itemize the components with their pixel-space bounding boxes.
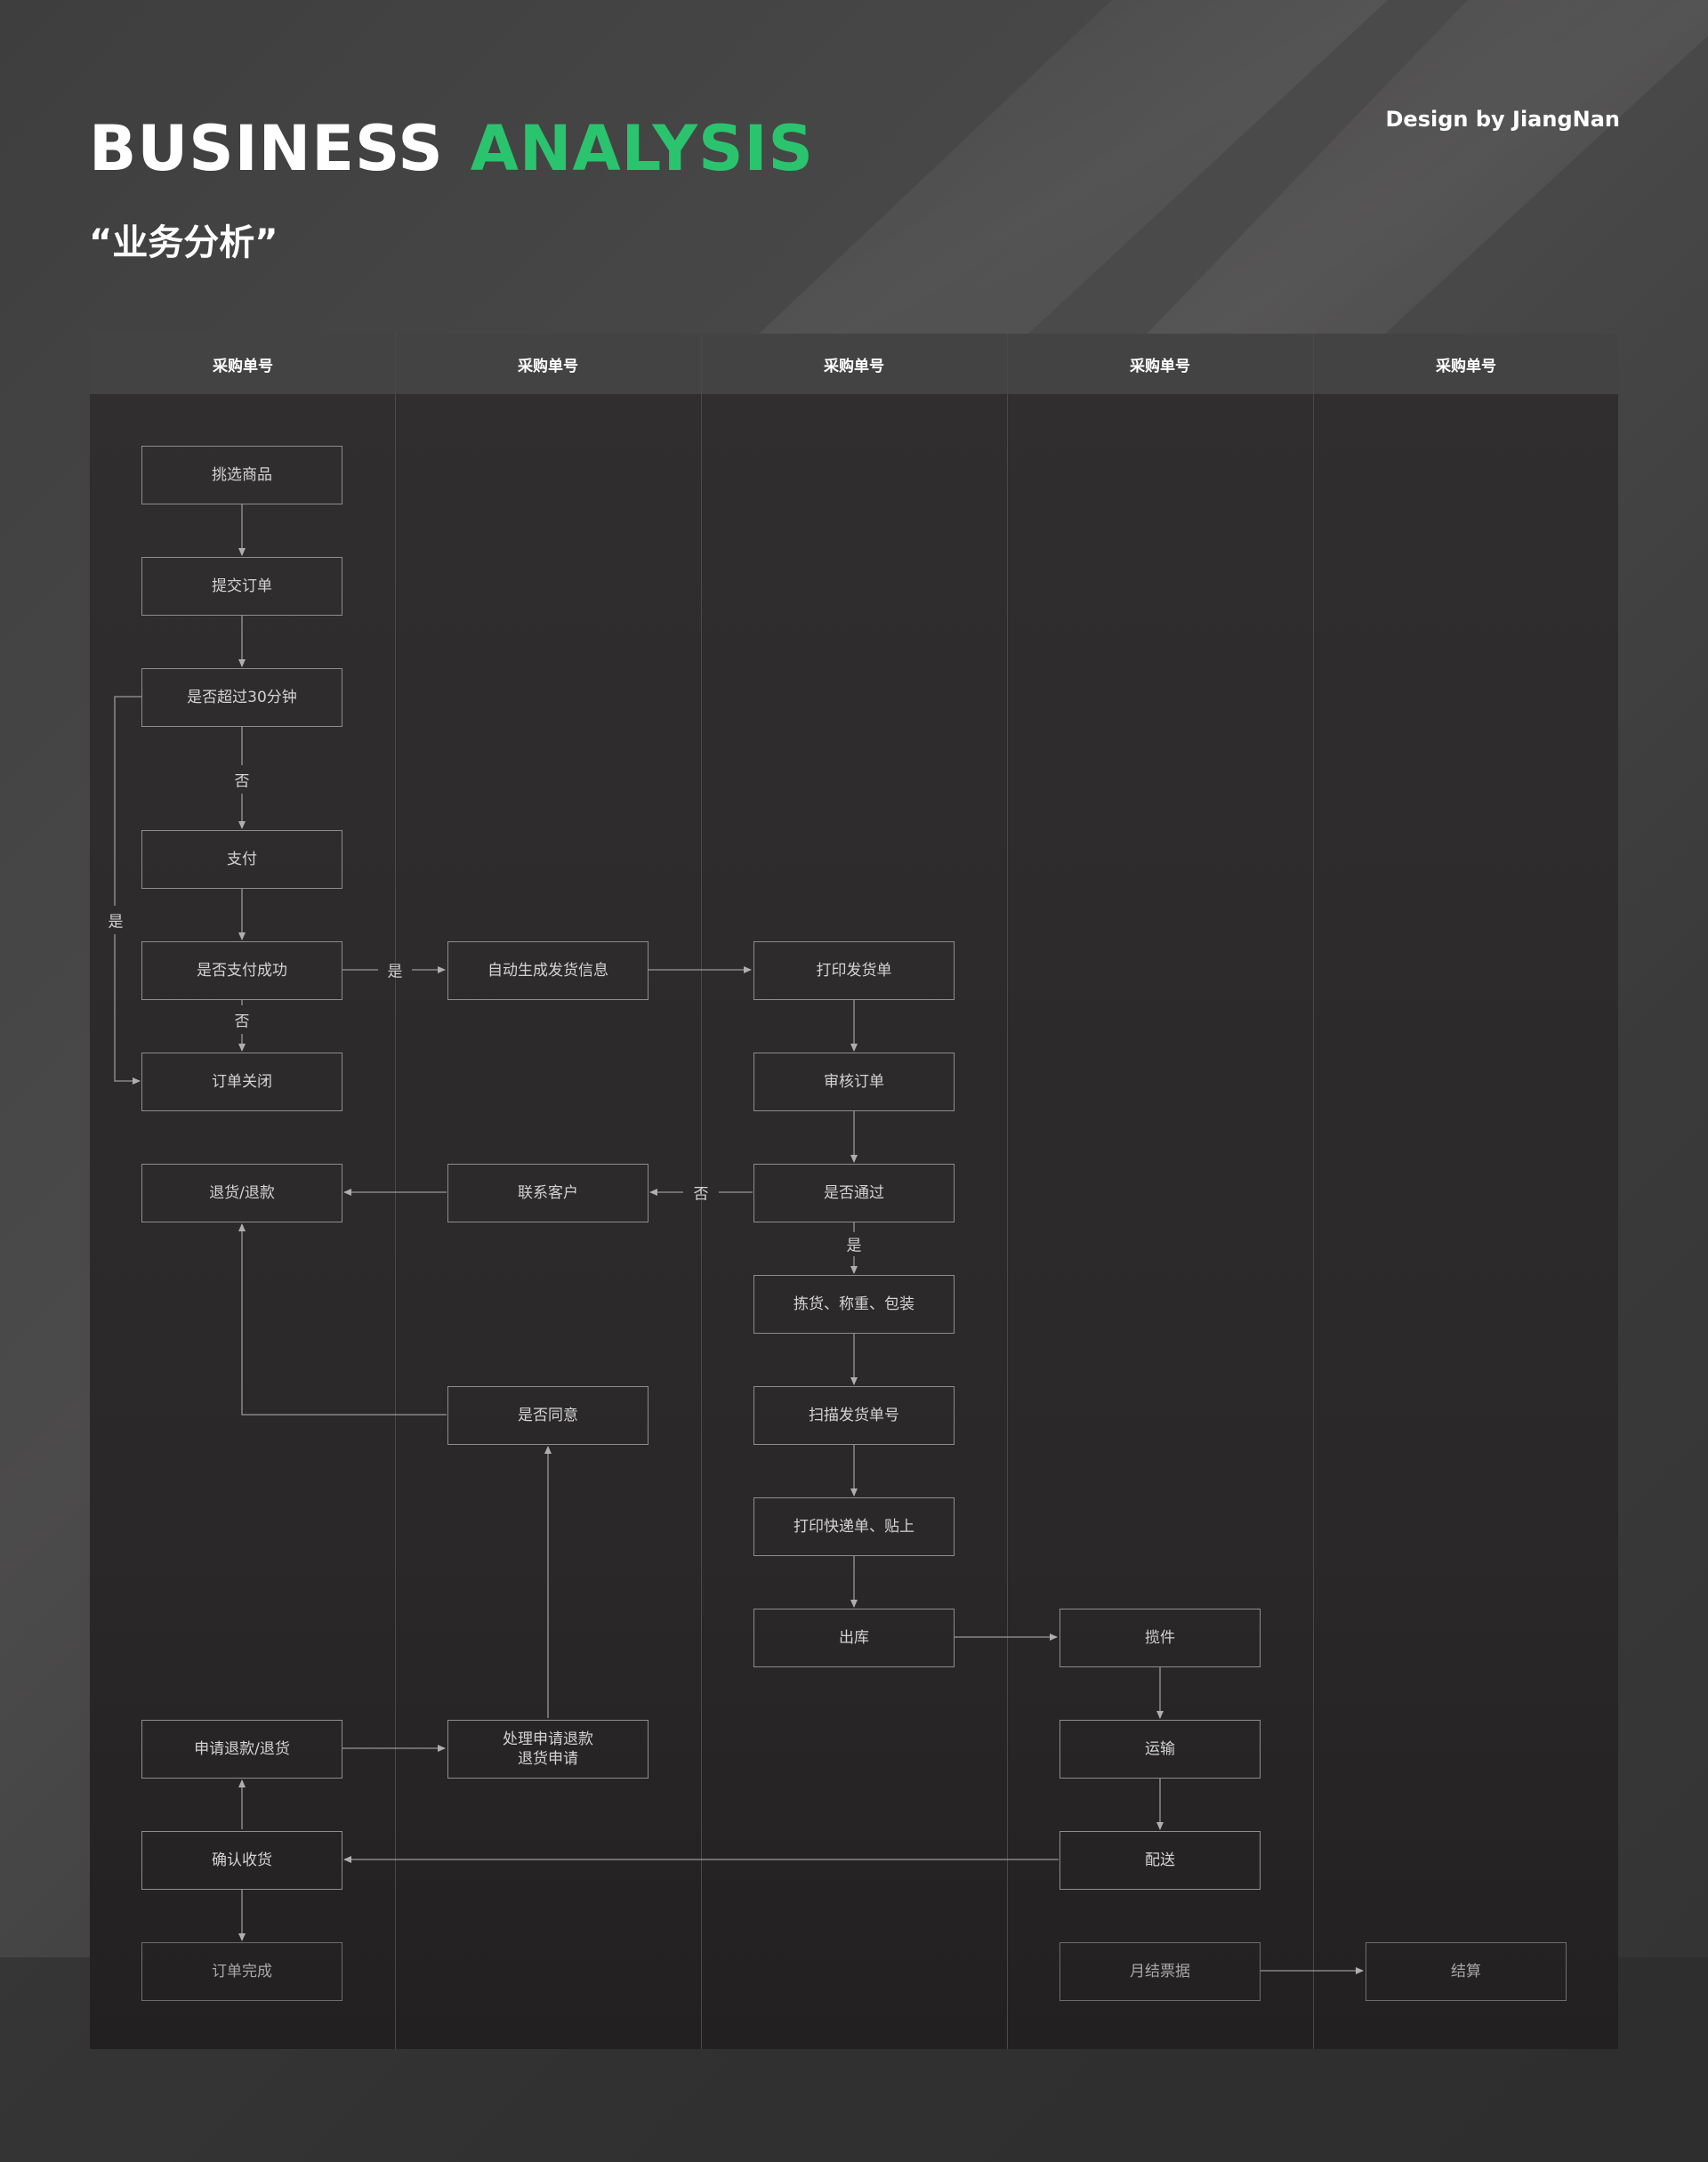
node-return-refund[interactable]: 退货/退款: [141, 1164, 342, 1222]
node-pay-success[interactable]: 是否支付成功: [141, 941, 342, 1000]
designer-credit: Design by JiangNan: [1385, 107, 1621, 132]
node-scan-shipping-no[interactable]: 扫描发货单号: [753, 1386, 955, 1445]
node-auto-shipping-info[interactable]: 自动生成发货信息: [447, 941, 649, 1000]
node-order-closed[interactable]: 订单关闭: [141, 1053, 342, 1111]
node-review-order[interactable]: 审核订单: [753, 1053, 955, 1111]
node-pick-weigh-pack[interactable]: 拣货、称重、包装: [753, 1275, 955, 1334]
lane-divider: [395, 334, 396, 2049]
lane-title-5: 采购单号: [1436, 357, 1496, 375]
node-transport[interactable]: 运输: [1059, 1720, 1261, 1779]
edge-label-yes: 是: [108, 913, 124, 932]
edge-label-no: 否: [234, 1012, 250, 1031]
edge-label-yes: 是: [387, 963, 403, 981]
node-pickup[interactable]: 揽件: [1059, 1609, 1261, 1667]
node-monthly-invoice[interactable]: 月结票据: [1059, 1942, 1261, 2001]
node-pay[interactable]: 支付: [141, 830, 342, 889]
node-submit-order[interactable]: 提交订单: [141, 557, 342, 616]
edge-yes-closed: [114, 934, 141, 1085]
lane-title-2: 采购单号: [518, 357, 578, 375]
title-word-analysis: ANALYSIS: [470, 112, 814, 185]
lane-title-1: 采购单号: [213, 357, 273, 375]
node-handle-request-line2: 退货申请: [518, 1750, 578, 1768]
edge-label-yes: 是: [846, 1237, 862, 1255]
node-print-express-label[interactable]: 打印快递单、贴上: [753, 1497, 955, 1556]
page-subtitle: “业务分析”: [89, 222, 278, 263]
edge-label-no: 否: [234, 772, 250, 791]
lane-divider: [1007, 334, 1008, 2049]
edge-agree-return: [238, 1223, 447, 1416]
edge-check30-yes-loop: [114, 696, 141, 906]
node-apply-refund[interactable]: 申请退款/退货: [141, 1720, 342, 1779]
node-contact-customer[interactable]: 联系客户: [447, 1164, 649, 1222]
node-outbound[interactable]: 出库: [753, 1609, 955, 1667]
lane-title-3: 采购单号: [824, 357, 884, 375]
node-confirm-receipt[interactable]: 确认收货: [141, 1831, 342, 1890]
node-order-complete[interactable]: 订单完成: [141, 1942, 342, 2001]
lane-title-4: 采购单号: [1130, 357, 1190, 375]
node-handle-request-line1: 处理申请退款: [503, 1730, 593, 1748]
node-approved[interactable]: 是否通过: [753, 1164, 955, 1222]
swimlane-header-bar: [90, 334, 1618, 394]
lane-divider: [1313, 334, 1314, 2049]
title-word-business: BUSINESS: [89, 112, 444, 185]
node-settlement[interactable]: 结算: [1366, 1942, 1567, 2001]
node-handle-request[interactable]: 处理申请退款 退货申请: [447, 1720, 649, 1779]
node-select-goods[interactable]: 挑选商品: [141, 446, 342, 504]
node-agree[interactable]: 是否同意: [447, 1386, 649, 1445]
lane-divider: [701, 334, 702, 2049]
node-delivery[interactable]: 配送: [1059, 1831, 1261, 1890]
page-title: BUSINESS ANALYSIS: [89, 111, 814, 186]
edge-label-no: 否: [693, 1185, 709, 1204]
node-over-30min[interactable]: 是否超过30分钟: [141, 668, 342, 727]
node-print-shipping-slip[interactable]: 打印发货单: [753, 941, 955, 1000]
